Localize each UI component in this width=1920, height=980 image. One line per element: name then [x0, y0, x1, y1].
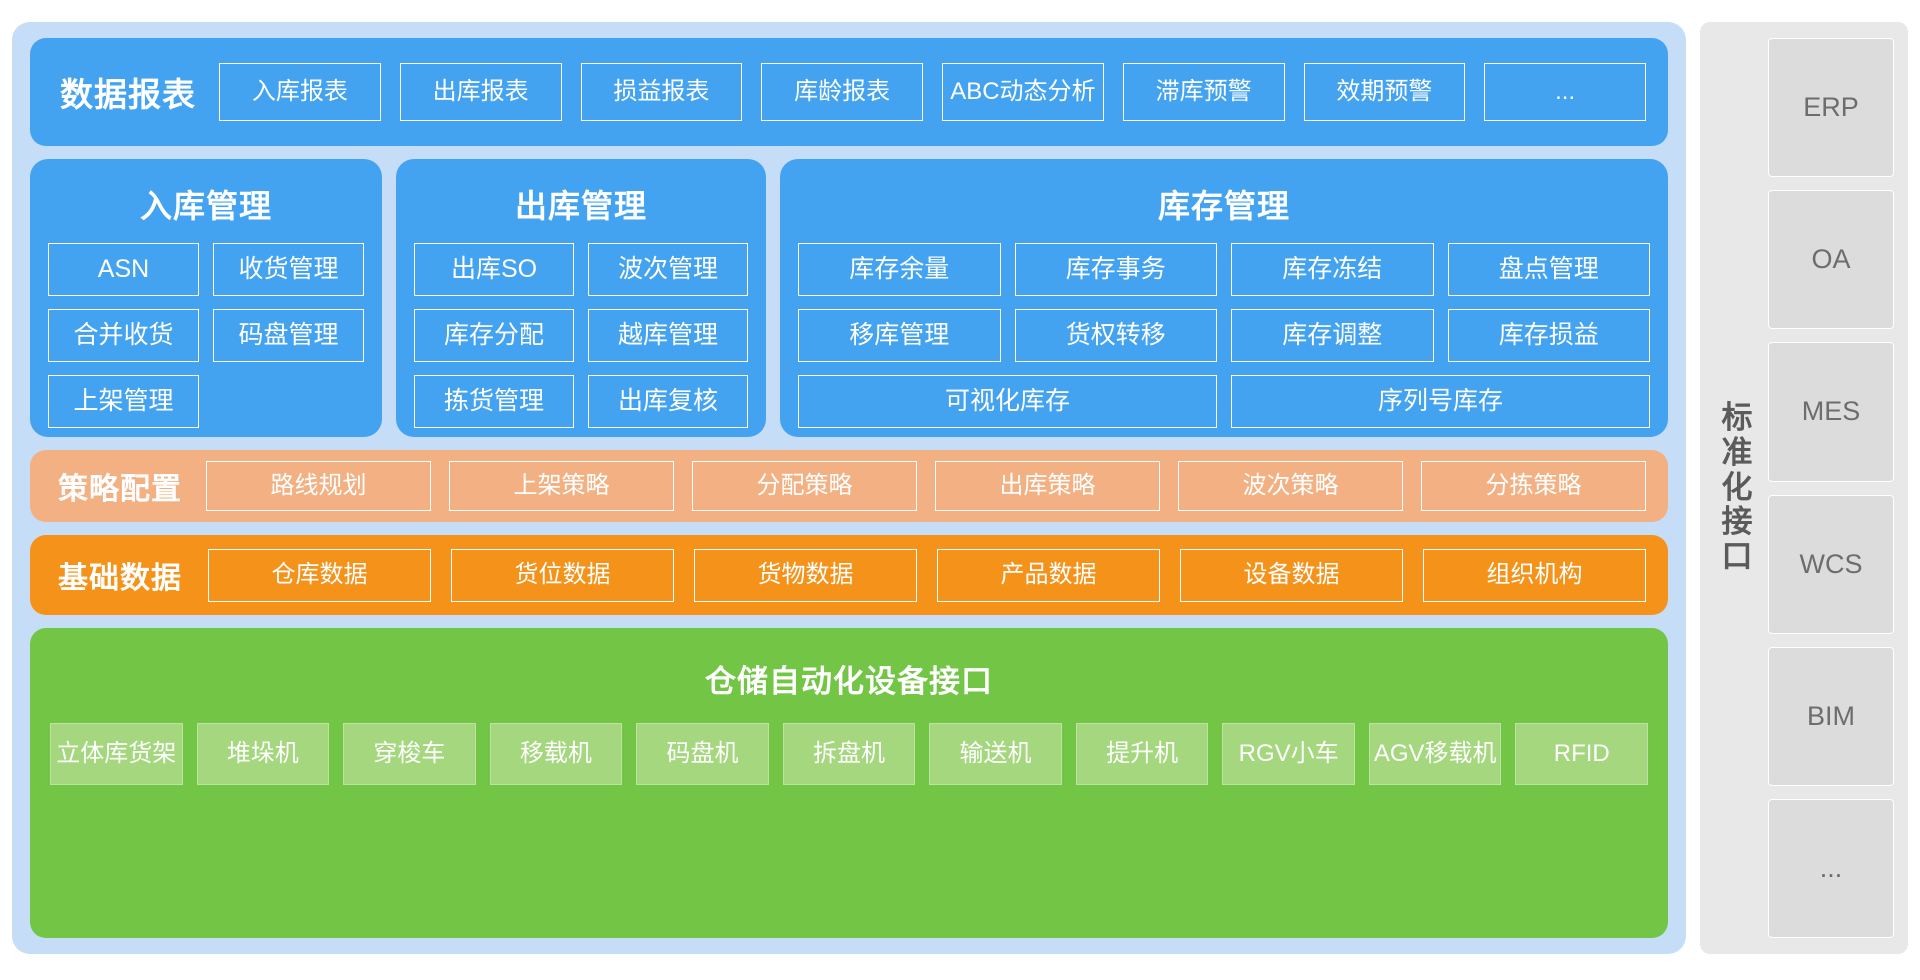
automation-equipment-band: 仓储自动化设备接口 立体库货架 堆垛机 穿梭车 移载机 码盘机 拆盘机 输送机 … — [30, 628, 1668, 938]
inbound-row-0: ASN 收货管理 — [48, 243, 364, 296]
basedata-chip-equipment[interactable]: 设备数据 — [1180, 548, 1403, 602]
strategy-config-band: 策略配置 路线规划 上架策略 分配策略 出库策略 波次策略 分拣策略 — [30, 450, 1668, 522]
base-data-band: 基础数据 仓库数据 货位数据 货物数据 产品数据 设备数据 组织机构 — [30, 535, 1668, 615]
outbound-grid: 出库SO 波次管理 库存分配 越库管理 拣货管理 出库复核 — [414, 243, 748, 428]
sidebar-label-char-3: 接 — [1721, 504, 1753, 540]
outbound-chip-allocation[interactable]: 库存分配 — [414, 309, 574, 362]
strategy-chip-sorting[interactable]: 分拣策略 — [1421, 461, 1646, 511]
standard-interface-sidebar: 标 准 化 接 口 ERP OA MES WCS BIM ... — [1700, 22, 1908, 954]
report-chip-3[interactable]: 库龄报表 — [761, 63, 923, 121]
outbound-title: 出库管理 — [514, 188, 647, 224]
inventory-chip-serial[interactable]: 序列号库存 — [1231, 375, 1650, 428]
outbound-chip-crossdock[interactable]: 越库管理 — [588, 309, 748, 362]
inventory-chip-adjustment[interactable]: 库存调整 — [1231, 309, 1434, 362]
strategy-title: 策略配置 — [58, 473, 182, 506]
inbound-grid: ASN 收货管理 合并收货 码盘管理 上架管理 — [48, 243, 364, 428]
inbound-management-panel: 入库管理 ASN 收货管理 合并收货 码盘管理 上架管理 — [30, 159, 382, 437]
system-chip-wcs[interactable]: WCS — [1768, 494, 1894, 634]
basedata-chip-product[interactable]: 产品数据 — [937, 548, 1160, 602]
external-systems-list: ERP OA MES WCS BIM ... — [1768, 38, 1894, 939]
data-report-band: 数据报表 入库报表 出库报表 损益报表 库龄报表 ABC动态分析 滞库预警 效期… — [30, 38, 1668, 146]
report-chip-more[interactable]: ... — [1484, 63, 1646, 121]
sidebar-label-char-0: 标 — [1721, 400, 1753, 436]
basedata-chip-organization[interactable]: 组织机构 — [1423, 548, 1646, 602]
sidebar-label-char-4: 口 — [1721, 539, 1753, 575]
management-panels-row: 入库管理 ASN 收货管理 合并收货 码盘管理 上架管理 — [30, 159, 1668, 437]
inventory-chip-balance[interactable]: 库存余量 — [798, 243, 1001, 296]
inbound-row-2: 上架管理 — [48, 375, 364, 428]
inventory-chip-profit-loss[interactable]: 库存损益 — [1447, 309, 1650, 362]
equip-chip-asrs-rack[interactable]: 立体库货架 — [50, 723, 183, 785]
inventory-chip-move[interactable]: 移库管理 — [798, 309, 1001, 362]
inbound-title: 入库管理 — [139, 188, 272, 224]
equip-chip-rfid[interactable]: RFID — [1515, 723, 1649, 785]
inventory-row-2: 可视化库存 序列号库存 — [798, 375, 1650, 428]
data-report-title: 数据报表 — [60, 76, 196, 113]
automation-equipment-row: 立体库货架 堆垛机 穿梭车 移载机 码盘机 拆盘机 输送机 提升机 RGV小车 … — [50, 723, 1649, 785]
inbound-row-1: 合并收货 码盘管理 — [48, 309, 364, 362]
report-chip-1[interactable]: 出库报表 — [399, 63, 562, 121]
inventory-chip-transaction[interactable]: 库存事务 — [1014, 243, 1217, 296]
equip-chip-transfer[interactable]: 移载机 — [489, 723, 623, 785]
standard-interface-label: 标 准 化 接 口 — [1714, 38, 1760, 938]
inbound-chip-palletizing[interactable]: 码盘管理 — [213, 309, 364, 362]
automation-equipment-title: 仓储自动化设备接口 — [705, 664, 993, 699]
base-data-title: 基础数据 — [58, 562, 182, 595]
report-chip-5[interactable]: 滞库预警 — [1122, 63, 1285, 121]
system-chip-oa[interactable]: OA — [1768, 190, 1894, 330]
basedata-chip-location[interactable]: 货位数据 — [451, 548, 674, 602]
basedata-chip-warehouse[interactable]: 仓库数据 — [208, 548, 431, 602]
outbound-chip-wave[interactable]: 波次管理 — [588, 243, 748, 296]
equip-chip-rgv[interactable]: RGV小车 — [1222, 723, 1355, 785]
wms-architecture-panel: 数据报表 入库报表 出库报表 损益报表 库龄报表 ABC动态分析 滞库预警 效期… — [12, 22, 1686, 954]
strategy-chip-outbound[interactable]: 出库策略 — [935, 461, 1160, 511]
equip-chip-stacker[interactable]: 堆垛机 — [196, 723, 330, 785]
inventory-chip-freeze[interactable]: 库存冻结 — [1231, 243, 1434, 296]
inventory-chip-stocktake[interactable]: 盘点管理 — [1447, 243, 1650, 296]
outbound-chip-picking[interactable]: 拣货管理 — [414, 375, 574, 428]
strategy-chip-wave[interactable]: 波次策略 — [1178, 461, 1403, 511]
equip-chip-depalletizer[interactable]: 拆盘机 — [782, 723, 916, 785]
inventory-grid: 库存余量 库存事务 库存冻结 盘点管理 移库管理 货权转移 库存调整 库存损益 … — [798, 243, 1650, 428]
equip-chip-agv[interactable]: AGV移载机 — [1368, 723, 1502, 785]
system-chip-more[interactable]: ... — [1768, 798, 1894, 939]
equip-chip-conveyor[interactable]: 输送机 — [929, 723, 1062, 785]
sidebar-label-char-2: 化 — [1721, 469, 1753, 505]
strategy-chip-route[interactable]: 路线规划 — [206, 461, 431, 511]
sidebar-label-char-1: 准 — [1721, 434, 1753, 470]
inventory-management-panel: 库存管理 库存余量 库存事务 库存冻结 盘点管理 移库管理 货权转移 库存调整 … — [780, 159, 1668, 437]
report-chip-4[interactable]: ABC动态分析 — [942, 63, 1104, 121]
inventory-title: 库存管理 — [1157, 188, 1290, 224]
system-chip-bim[interactable]: BIM — [1768, 646, 1894, 786]
outbound-row-0: 出库SO 波次管理 — [414, 243, 748, 296]
equip-chip-shuttle[interactable]: 穿梭车 — [343, 723, 476, 785]
strategy-chip-putaway[interactable]: 上架策略 — [449, 461, 674, 511]
inventory-row-1: 移库管理 货权转移 库存调整 库存损益 — [798, 309, 1650, 362]
system-chip-mes[interactable]: MES — [1768, 342, 1894, 482]
inbound-chip-asn[interactable]: ASN — [48, 243, 199, 296]
report-chip-0[interactable]: 入库报表 — [219, 63, 381, 121]
inventory-row-0: 库存余量 库存事务 库存冻结 盘点管理 — [798, 243, 1650, 296]
report-chip-2[interactable]: 损益报表 — [580, 63, 743, 121]
inbound-chip-merge-receiving[interactable]: 合并收货 — [48, 309, 199, 362]
inbound-chip-putaway[interactable]: 上架管理 — [48, 375, 199, 428]
outbound-chip-recheck[interactable]: 出库复核 — [588, 375, 748, 428]
system-chip-erp[interactable]: ERP — [1768, 38, 1894, 178]
equip-chip-lifter[interactable]: 提升机 — [1075, 723, 1209, 785]
basedata-chip-goods[interactable]: 货物数据 — [694, 548, 917, 602]
inventory-chip-ownership-transfer[interactable]: 货权转移 — [1014, 309, 1217, 362]
equip-chip-palletizer[interactable]: 码盘机 — [636, 723, 769, 785]
outbound-row-1: 库存分配 越库管理 — [414, 309, 748, 362]
inbound-chip-empty — [213, 375, 364, 428]
strategy-chip-allocation[interactable]: 分配策略 — [692, 461, 917, 511]
outbound-row-2: 拣货管理 出库复核 — [414, 375, 748, 428]
inbound-chip-receiving[interactable]: 收货管理 — [213, 243, 364, 296]
outbound-management-panel: 出库管理 出库SO 波次管理 库存分配 越库管理 拣货管理 出库复核 — [396, 159, 766, 437]
inventory-chip-visual[interactable]: 可视化库存 — [798, 375, 1217, 428]
report-chip-6[interactable]: 效期预警 — [1303, 63, 1466, 121]
outbound-chip-so[interactable]: 出库SO — [414, 243, 574, 296]
